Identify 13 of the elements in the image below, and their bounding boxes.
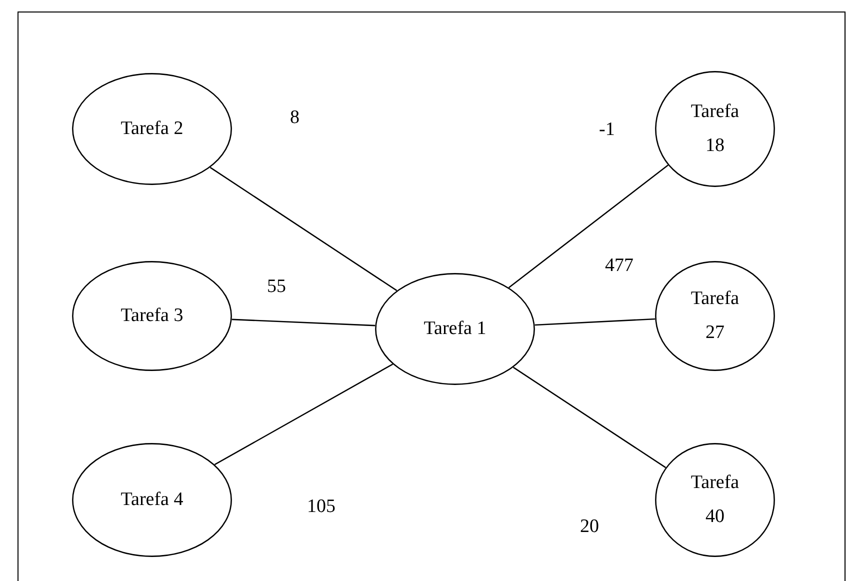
task-label: Tarefa 40 [690,471,740,529]
connector-line [512,366,666,468]
connector-line [232,318,376,326]
task-label: Tarefa 2 [120,117,184,141]
task-label: Tarefa 3 [120,304,184,328]
task-label: Tarefa 4 [120,488,184,512]
task-label: Tarefa 27 [690,287,740,345]
connector-line [534,318,656,326]
connector-line [214,364,394,466]
task-label: Tarefa 18 [690,100,740,158]
task-label: Tarefa 1 [422,317,488,341]
connector-line [210,166,398,292]
connector-line [508,164,668,288]
